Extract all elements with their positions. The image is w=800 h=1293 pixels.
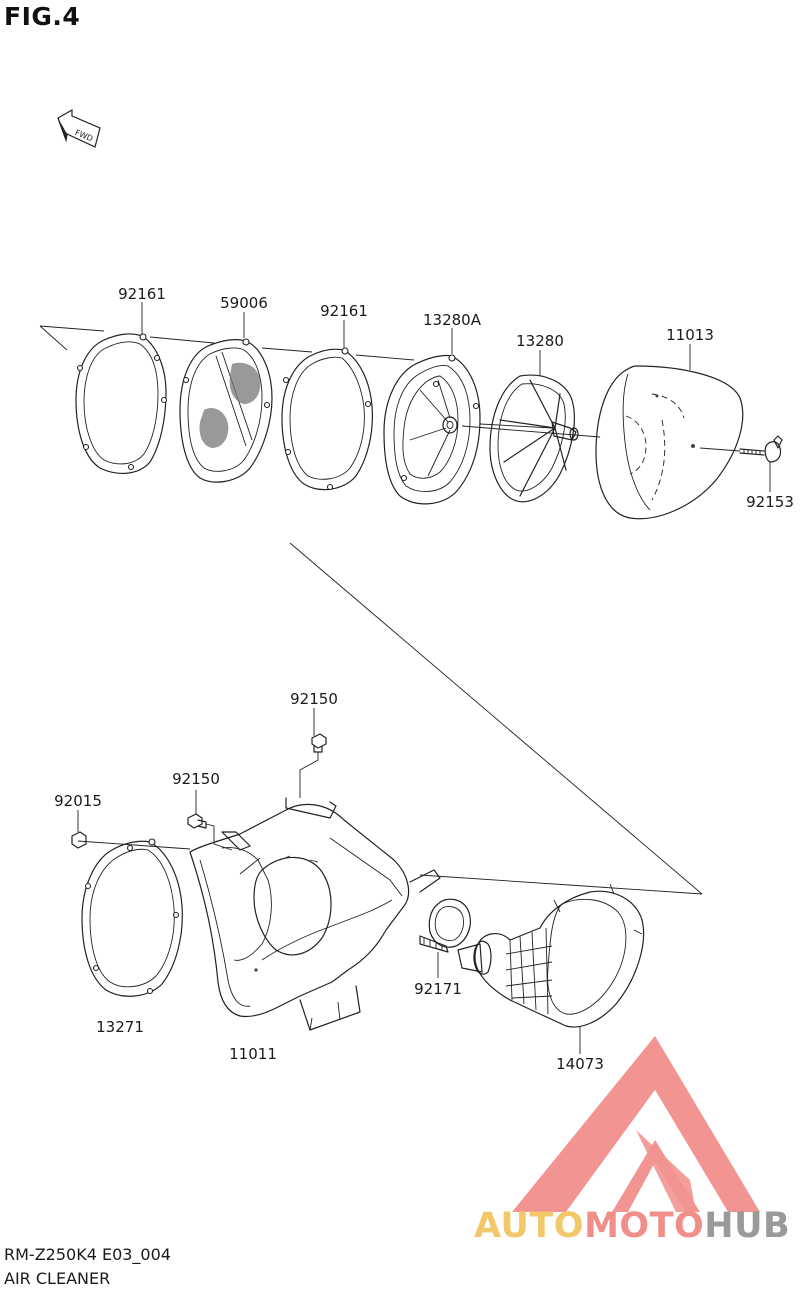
watermark-text-moto: MOTO xyxy=(584,1206,705,1246)
part-label-92015: 92015 xyxy=(54,792,102,810)
bolt-92153-drawing xyxy=(699,435,783,463)
bolt-92150-a-drawing xyxy=(299,708,327,798)
part-label-13280a: 13280A xyxy=(423,311,481,329)
clamp-92171-drawing xyxy=(419,898,471,978)
model-code: RM-Z250K4 E03_004 xyxy=(4,1245,171,1264)
figure-title: FIG.4 xyxy=(4,2,81,31)
part-label-92161-b: 92161 xyxy=(320,302,368,320)
watermark-text: AUTOMOTOHUB xyxy=(474,1206,790,1246)
gasket-92161-b-drawing xyxy=(281,347,373,491)
watermark-logo xyxy=(512,1036,760,1212)
part-label-92150-a: 92150 xyxy=(290,690,338,708)
section-name: AIR CLEANER xyxy=(4,1269,111,1288)
part-label-11013: 11013 xyxy=(666,326,714,344)
nut-92015-drawing xyxy=(71,810,87,849)
bolt-92150-b-drawing xyxy=(187,790,233,851)
part-label-11011: 11011 xyxy=(229,1045,277,1063)
filter-screen-59006-drawing xyxy=(179,338,273,483)
part-label-14073: 14073 xyxy=(556,1055,604,1073)
part-label-92150-b: 92150 xyxy=(172,770,220,788)
part-label-92171: 92171 xyxy=(414,980,462,998)
watermark-text-auto: AUTO xyxy=(474,1206,585,1246)
boot-14073-drawing xyxy=(457,883,645,1054)
frame-13280-drawing xyxy=(479,374,579,503)
part-label-13271: 13271 xyxy=(96,1018,144,1036)
element-13280a-drawing xyxy=(383,354,481,505)
cover-11013-drawing xyxy=(595,365,744,520)
case-11011-drawing xyxy=(189,797,441,1031)
fwd-arrow-icon: FWD xyxy=(57,108,101,148)
leader-lines-top xyxy=(141,302,771,492)
gasket-92161-a-drawing xyxy=(75,333,168,474)
part-label-92153: 92153 xyxy=(746,493,794,511)
part-label-13280: 13280 xyxy=(516,332,564,350)
part-label-92161-a: 92161 xyxy=(118,285,166,303)
assembly-reference-lines xyxy=(39,325,703,895)
watermark-text-hub: HUB xyxy=(704,1206,791,1246)
seal-13271-drawing xyxy=(81,838,183,997)
part-label-59006: 59006 xyxy=(220,294,268,312)
